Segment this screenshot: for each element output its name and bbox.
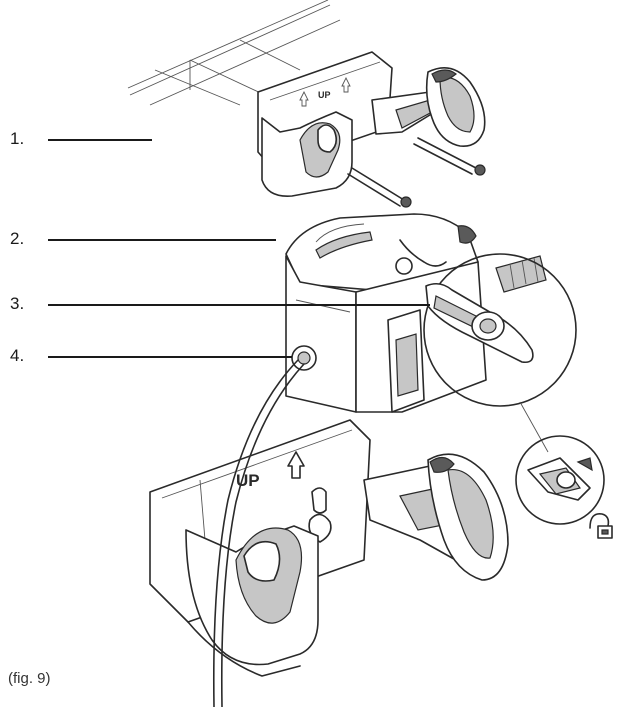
callout-1-number: 1. bbox=[10, 129, 25, 148]
figure-caption: (fig. 9) bbox=[8, 670, 51, 687]
cable bbox=[212, 359, 305, 708]
mounting-surface bbox=[127, 0, 341, 106]
upper-up-label: UP bbox=[318, 90, 331, 100]
up-arrow-icon bbox=[299, 76, 351, 107]
upper-wall-bracket bbox=[257, 51, 486, 208]
callout-2-number: 2. bbox=[10, 229, 25, 248]
lower-up-label: UP bbox=[236, 471, 260, 490]
callout-4-number: 4. bbox=[10, 346, 25, 365]
zoom-detail-inset bbox=[515, 435, 605, 525]
lower-wall-bracket bbox=[149, 419, 509, 677]
up-arrow-icon bbox=[287, 451, 305, 479]
detail-magnifier bbox=[423, 253, 577, 407]
unlock-icon bbox=[589, 512, 613, 539]
callout-3-number: 3. bbox=[10, 294, 25, 313]
locking-lever bbox=[387, 282, 534, 413]
